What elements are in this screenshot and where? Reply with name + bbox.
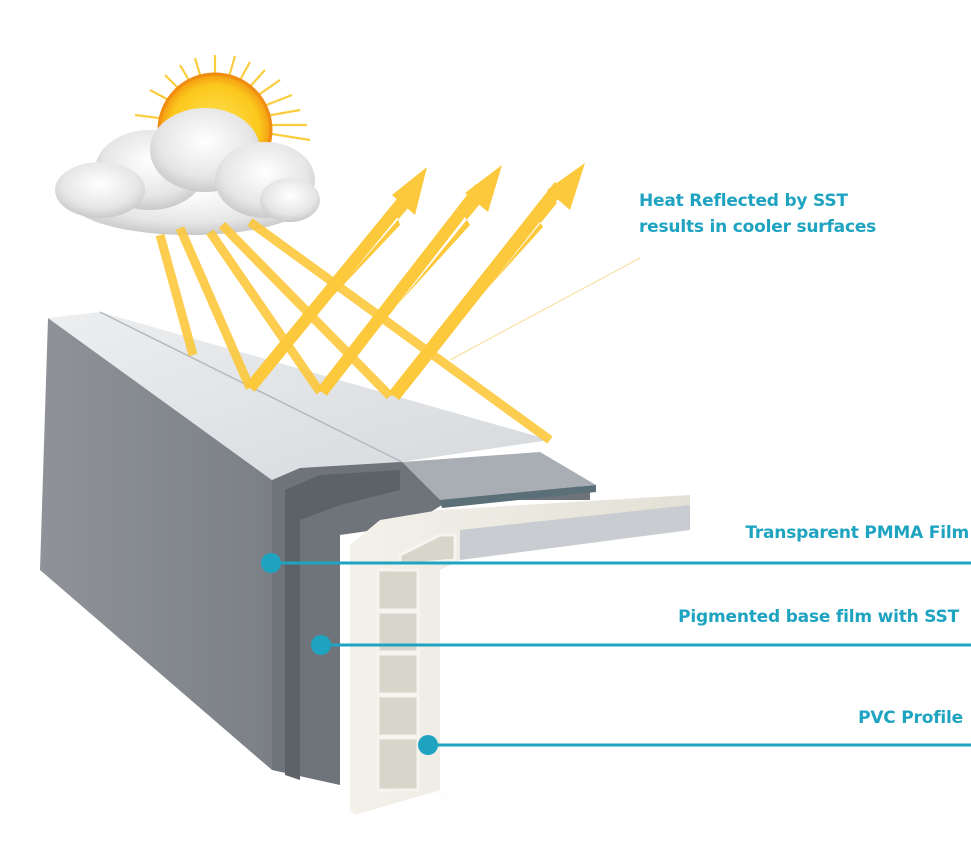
pvc-profile-body (350, 495, 690, 815)
marker-dot-pvc (418, 735, 438, 755)
marker-dot-pmma (261, 553, 281, 573)
heat-caption-line2: results in cooler surfaces (639, 217, 877, 237)
layer-label-pmma: Transparent PMMA Film (745, 523, 969, 543)
cloud-icon (55, 108, 320, 235)
layer-label-base-film: Pigmented base film with SST (678, 607, 959, 627)
incoming-rays (155, 218, 553, 444)
reflected-arrows (245, 163, 585, 401)
layer-label-pvc: PVC Profile (858, 708, 963, 728)
marker-dot-base (311, 635, 331, 655)
leader-lines (271, 561, 971, 747)
profile-top-surface (48, 312, 550, 480)
pmma-top-slab (402, 452, 596, 500)
faint-ray (449, 257, 641, 361)
pvc-chambers (376, 533, 457, 792)
profile-side-face (40, 318, 272, 770)
heat-reflected-caption: Heat Reflected by SST results in cooler … (639, 188, 876, 240)
heat-caption-line1: Heat Reflected by SST (639, 191, 848, 211)
